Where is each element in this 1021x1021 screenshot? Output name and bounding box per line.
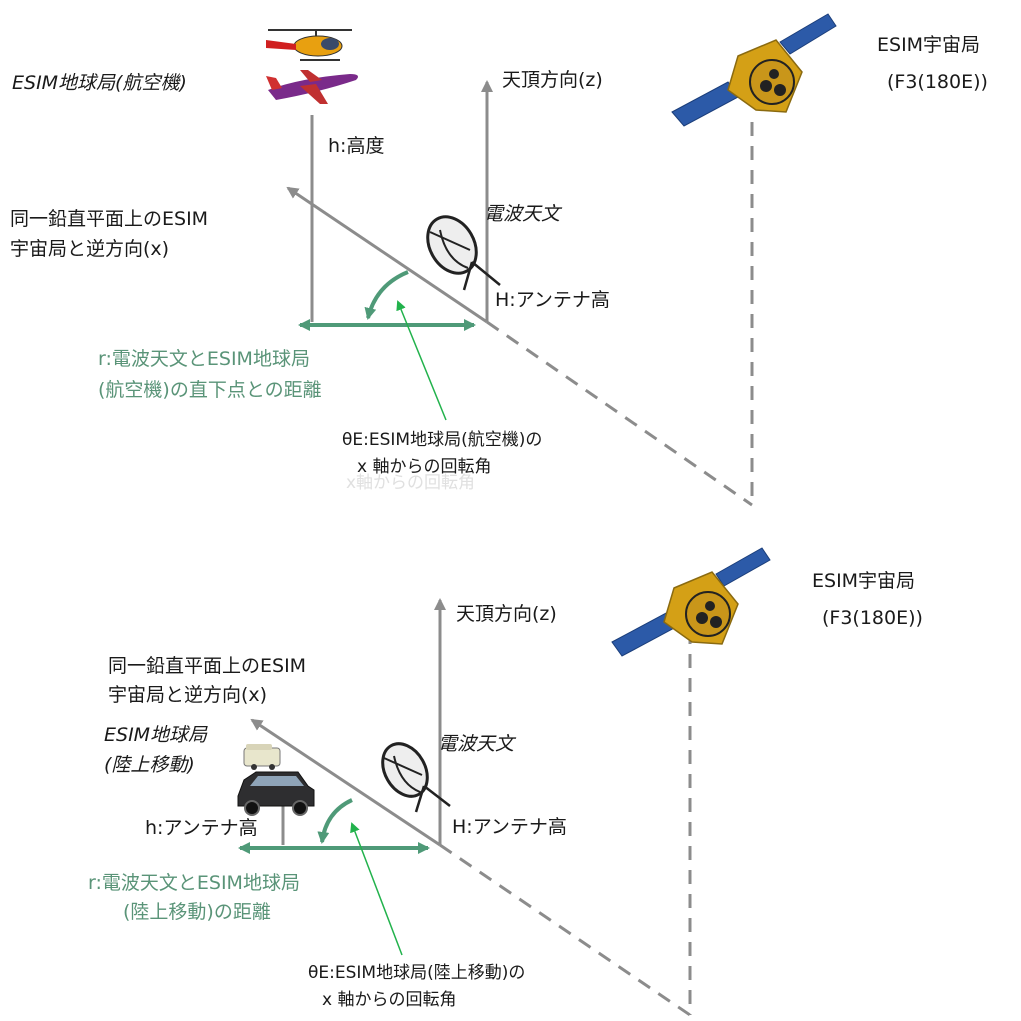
bottom-panel: ESIM宇宙局 (F3(180E)) 天頂方向(z) 同一鉛直平面上のESIM …	[88, 547, 923, 1017]
r-label-line1-bottom: r:電波天文とESIM地球局	[88, 872, 300, 894]
radio-astronomy-label-top: 電波天文	[484, 203, 563, 225]
radio-telescope-icon-bottom	[381, 742, 451, 813]
x-axis-top	[286, 186, 488, 324]
r-label-line1-top: r:電波天文とESIM地球局	[98, 348, 310, 370]
x-axis-bottom	[250, 718, 441, 847]
h-antenna-label-bottom: h:アンテナ高	[145, 817, 258, 839]
satellite-link-dashed-top	[486, 320, 753, 507]
theta-arc-bottom	[317, 798, 353, 844]
top-panel: ESIM宇宙局 (F3(180E)) ESIM地球局(航空機) 天頂方向(z) …	[10, 13, 988, 507]
sat-sub-bottom: (F3(180E))	[822, 607, 923, 629]
theta-pointer-top	[396, 300, 447, 421]
theta-label-line2-bottom: x 軸からの回転角	[322, 990, 456, 1010]
theta-pointer-bottom	[350, 822, 403, 956]
sat-label-bottom: ESIM宇宙局	[812, 570, 915, 592]
car-icon	[237, 771, 315, 816]
zenith-label-bottom: 天頂方向(z)	[456, 603, 557, 625]
helicopter-icon	[266, 29, 352, 61]
theta-arc-top	[364, 270, 409, 320]
radio-telescope-icon	[426, 215, 501, 291]
sat-label-top: ESIM宇宙局	[877, 34, 980, 56]
theta-label-line1-top: θE:ESIM地球局(航空機)の	[342, 430, 542, 450]
esim-land-label-line1: ESIM地球局	[104, 724, 208, 746]
x-direction-label-line2-top: 宇宙局と逆方向(x)	[10, 238, 169, 260]
ghost-text: x軸からの回転角	[346, 473, 475, 493]
airplane-icon	[266, 70, 358, 104]
x-direction-label-line1-bottom: 同一鉛直平面上のESIM	[108, 655, 306, 677]
x-direction-label-line1-top: 同一鉛直平面上のESIM	[10, 208, 208, 230]
sat-sub-top: (F3(180E))	[887, 71, 988, 93]
zenith-label-top: 天頂方向(z)	[502, 69, 603, 91]
satellite-icon	[671, 13, 837, 127]
altitude-label: h:高度	[328, 135, 384, 157]
antenna-height-label-top: H:アンテナ高	[495, 289, 610, 311]
camper-icon	[243, 744, 281, 770]
radio-astronomy-label-bottom: 電波天文	[438, 733, 517, 755]
esim-land-label-line2: (陸上移動)	[104, 754, 195, 776]
r-label-line2-top: (航空機)の直下点との距離	[98, 379, 322, 401]
x-direction-label-line2-bottom: 宇宙局と逆方向(x)	[108, 684, 267, 706]
esim-aircraft-label: ESIM地球局(航空機)	[12, 72, 187, 94]
satellite-icon-bottom	[611, 547, 771, 657]
satellite-link-dashed-bottom	[439, 843, 691, 1017]
antenna-height-label-bottom: H:アンテナ高	[452, 816, 567, 838]
theta-label-line2-top: x 軸からの回転角	[357, 457, 491, 477]
r-label-line2-bottom: (陸上移動)の距離	[123, 901, 271, 923]
theta-label-line1-bottom: θE:ESIM地球局(陸上移動)の	[308, 963, 525, 983]
